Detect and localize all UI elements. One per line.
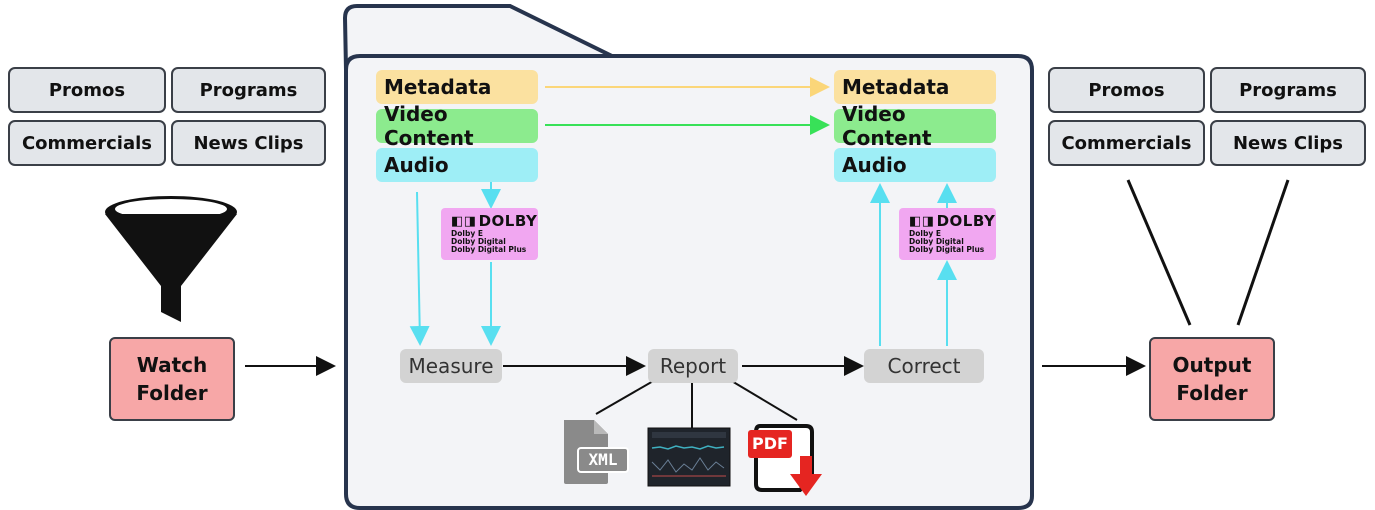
dolby-format: Dolby E (451, 229, 483, 238)
output-tag-news-clips: News Clips (1210, 120, 1366, 166)
pdf-label: PDF (752, 434, 788, 453)
output-folder-box: Output Folder (1149, 337, 1275, 421)
dolby-logo: ◧◨DOLBY (451, 212, 538, 230)
step-correct: Correct (864, 349, 984, 383)
dolby-format: Dolby Digital Plus (909, 245, 985, 254)
xml-file-icon (564, 420, 629, 484)
input-tag-news-clips: News Clips (171, 120, 326, 166)
dolby-encode-box: ◧◨DOLBY Dolby E Dolby Digital Dolby Digi… (899, 208, 996, 260)
dolby-format: Dolby E (909, 229, 941, 238)
input-stream-video: Video Content (376, 102, 538, 150)
watch-folder-line1: Watch (136, 353, 208, 377)
watch-folder-line2: Folder (136, 381, 208, 405)
dolby-decode-box: ◧◨DOLBY Dolby E Dolby Digital Dolby Digi… (441, 208, 538, 260)
dolby-format: Dolby Digital (451, 237, 506, 246)
dolby-format: Dolby Digital Plus (451, 245, 527, 254)
xml-label: XML (588, 450, 618, 469)
dolby-logo: ◧◨DOLBY (909, 212, 996, 230)
watch-folder-box: Watch Folder (109, 337, 235, 421)
input-tag-programs: Programs (171, 67, 326, 113)
step-report: Report (648, 349, 738, 383)
output-stream-metadata: Metadata (834, 70, 996, 104)
input-stream-audio: Audio (376, 148, 538, 182)
funnel-icon (105, 196, 237, 322)
output-stream-video: Video Content (834, 102, 996, 150)
output-tag-programs: Programs (1210, 67, 1366, 113)
output-tag-commercials: Commercials (1048, 120, 1205, 166)
pdf-download-icon (748, 424, 822, 496)
input-tag-promos: Promos (8, 67, 166, 113)
input-stream-metadata: Metadata (376, 70, 538, 104)
output-stream-audio: Audio (834, 148, 996, 182)
output-folder-line1: Output (1172, 353, 1252, 377)
output-folder-line2: Folder (1176, 381, 1248, 405)
output-tag-promos: Promos (1048, 67, 1205, 113)
report-dashboard-thumbnail (647, 427, 731, 487)
input-tag-commercials: Commercials (8, 120, 166, 166)
step-measure: Measure (400, 349, 502, 383)
dolby-format: Dolby Digital (909, 237, 964, 246)
